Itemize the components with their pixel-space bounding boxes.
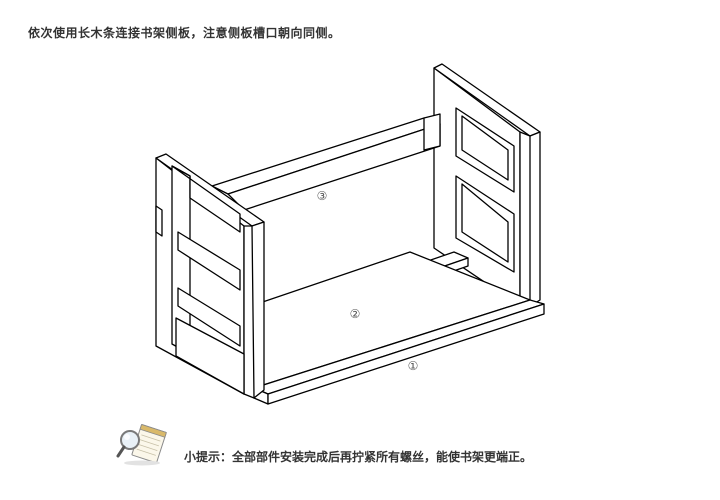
tip-row: 小提示：全部部件安装完成后再拧紧所有螺丝，能使书架更端正。 <box>116 422 636 466</box>
tip-text: 小提示：全部部件安装完成后再拧紧所有螺丝，能使书架更端正。 <box>184 450 533 464</box>
front-rail-1 <box>253 299 545 405</box>
right-side-panel <box>433 63 541 307</box>
left-side-panel <box>155 153 265 399</box>
magnifier-notepad-icon <box>116 423 167 466</box>
callout-2: ② <box>350 307 361 321</box>
instruction-text: 依次使用长木条连接书架侧板，注意侧板槽口朝向同侧。 <box>28 26 341 40</box>
callout-3: ③ <box>317 189 328 203</box>
callout-1: ① <box>408 359 419 373</box>
